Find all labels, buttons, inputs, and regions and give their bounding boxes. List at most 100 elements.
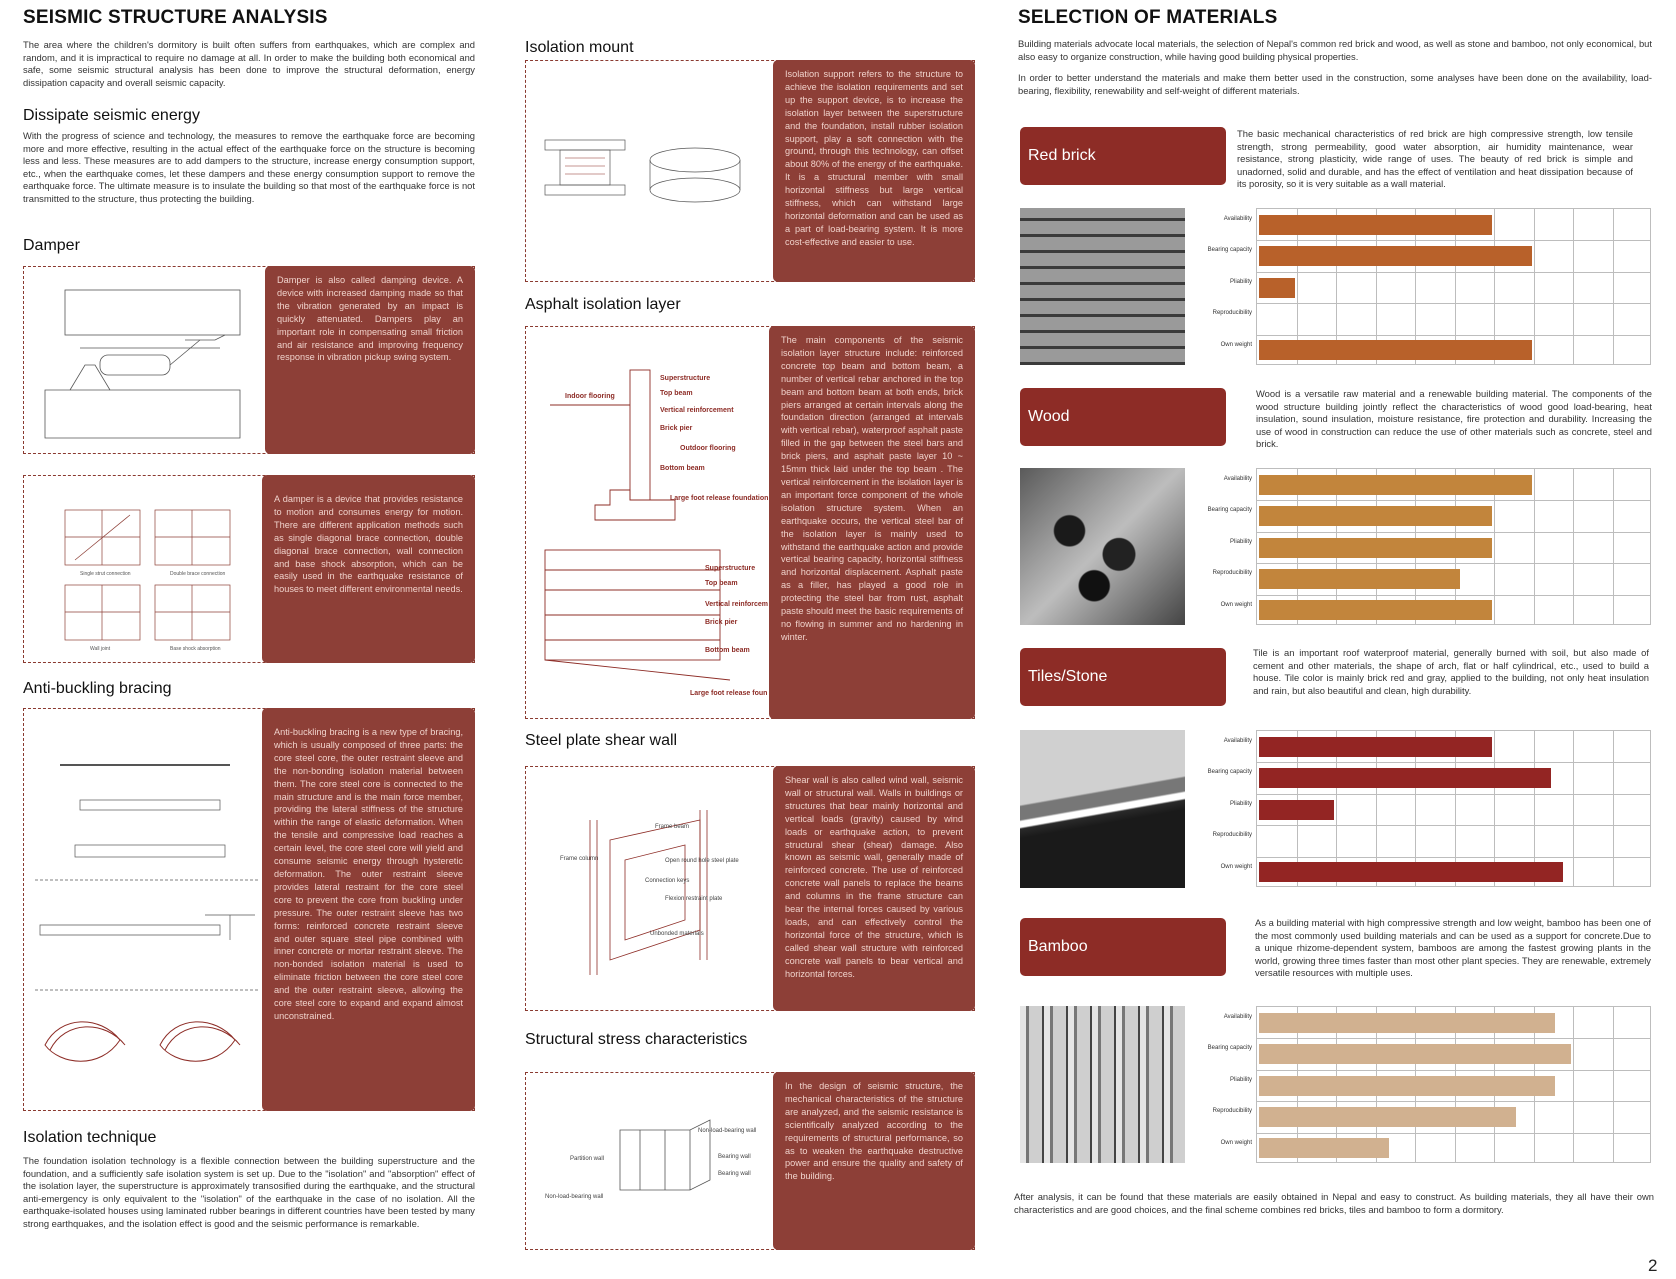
asphalt-label-found: Large foot release foundation bbox=[670, 495, 768, 502]
asphalt-label-topbeam: Top beam bbox=[660, 390, 693, 397]
asphalt-label-brick: Brick pier bbox=[660, 425, 693, 432]
shear-label-4: Connection keys bbox=[645, 878, 689, 884]
shear-heading: Steel plate shear wall bbox=[525, 732, 678, 749]
damper-label-1: Single strut connection bbox=[80, 571, 131, 577]
asphalt-label-outdoor: Outdoor flooring bbox=[680, 445, 736, 452]
shear-drawing: Frame beam Frame column Open round hole … bbox=[560, 810, 739, 975]
stress-label-1: Non-load-bearing wall bbox=[698, 1128, 756, 1134]
rating-row-label: Bearing capacity bbox=[1207, 769, 1252, 776]
rating-bar bbox=[1259, 862, 1564, 883]
damper-label-4: Base shock absorption bbox=[170, 646, 221, 652]
page-number: 2 bbox=[1648, 1256, 1658, 1275]
damper-label-2: Double brace connection bbox=[170, 571, 226, 577]
rating-bar bbox=[1259, 1138, 1390, 1159]
rating-row-label: Pliability bbox=[1229, 538, 1252, 545]
rating-bar bbox=[1259, 474, 1532, 495]
material-label-2: Tiles/Stone bbox=[1020, 648, 1226, 706]
rating-bar bbox=[1259, 1012, 1556, 1033]
mount-text: Isolation support refers to the structur… bbox=[773, 60, 975, 282]
asphalt-text: The main components of the seismic isola… bbox=[769, 326, 975, 719]
rating-row-label: Availability bbox=[1223, 1014, 1252, 1020]
material-photo-2 bbox=[1020, 730, 1185, 888]
rating-bar bbox=[1259, 736, 1492, 757]
mount-heading: Isolation mount bbox=[525, 39, 634, 56]
rating-row-label: Own weight bbox=[1220, 863, 1252, 870]
right-title: SELECTION OF MATERIALS bbox=[1018, 7, 1278, 28]
material-text-3: As a building material with high compres… bbox=[1255, 917, 1651, 979]
asphalt-label-super: Superstructure bbox=[660, 375, 710, 382]
rating-bar bbox=[1259, 799, 1334, 820]
stress-drawing: Non-load-bearing wall Partition wall Bea… bbox=[545, 1119, 756, 1200]
stress-label-2: Partition wall bbox=[570, 1156, 604, 1162]
material-label-3: Bamboo bbox=[1020, 918, 1226, 976]
rating-row-label: Reproducibility bbox=[1212, 832, 1252, 839]
rating-bar bbox=[1259, 506, 1492, 527]
rating-grid-2 bbox=[1256, 730, 1651, 887]
rating-row-label: Pliability bbox=[1229, 278, 1252, 285]
rating-row-label: Reproducibility bbox=[1212, 570, 1252, 577]
stress-heading: Structural stress characteristics bbox=[525, 1031, 748, 1048]
isolation-text: The foundation isolation technology is a… bbox=[23, 1155, 475, 1229]
material-text-0: The basic mechanical characteristics of … bbox=[1237, 128, 1633, 190]
rating-bar bbox=[1259, 277, 1295, 298]
asphalt-label-b-found: Large foot release foun bbox=[690, 690, 767, 697]
rating-row-label: Bearing capacity bbox=[1207, 247, 1252, 254]
rating-bar bbox=[1259, 214, 1492, 235]
dissipate-text: With the progress of science and technol… bbox=[23, 130, 475, 204]
antibuckling-text: Anti-buckling bracing is a new type of b… bbox=[262, 708, 475, 1111]
stress-text: In the design of seismic structure, the … bbox=[773, 1072, 975, 1250]
rating-row-label: Own weight bbox=[1220, 341, 1252, 348]
shear-text: Shear wall is also called wind wall, sei… bbox=[773, 766, 975, 1011]
asphalt-heading: Asphalt isolation layer bbox=[525, 296, 681, 313]
rating-row-label: Bearing capacity bbox=[1207, 1045, 1252, 1052]
rating-bar bbox=[1259, 1106, 1516, 1127]
right-intro-1: Building materials advocate local materi… bbox=[1018, 38, 1652, 62]
material-text-1: Wood is a versatile raw material and a r… bbox=[1256, 388, 1652, 450]
asphalt-label-bottom: Bottom beam bbox=[660, 465, 705, 472]
rating-bar bbox=[1259, 246, 1532, 267]
damper-label-3: Wall joint bbox=[90, 646, 111, 652]
asphalt-label-b-bottom: Bottom beam bbox=[705, 647, 750, 654]
rating-row-label: Availability bbox=[1223, 476, 1252, 482]
rating-bar bbox=[1259, 768, 1552, 789]
mount-drawing bbox=[544, 139, 741, 203]
damper-text-1: Damper is also called damping device. A … bbox=[265, 266, 475, 454]
rating-bar bbox=[1259, 340, 1532, 361]
rating-bar bbox=[1259, 537, 1492, 558]
shear-label-2: Frame column bbox=[560, 856, 598, 862]
asphalt-label-b-super: Superstructure bbox=[705, 565, 755, 572]
antibuckling-drawing bbox=[35, 764, 260, 1062]
right-intro-2: In order to better understand the materi… bbox=[1018, 72, 1652, 96]
rating-bar bbox=[1259, 1044, 1571, 1065]
dissipate-heading: Dissipate seismic energy bbox=[23, 107, 200, 124]
rating-row-label: Availability bbox=[1223, 216, 1252, 222]
damper-heading: Damper bbox=[23, 237, 80, 254]
asphalt-label-b-vert: Vertical reinforcem bbox=[705, 601, 768, 608]
damper-frames-drawing: Single strut connection Double brace con… bbox=[64, 509, 231, 652]
material-label-1: Wood bbox=[1020, 388, 1226, 446]
shear-label-3: Open round hole steel plate bbox=[665, 858, 739, 864]
rating-grid-3 bbox=[1256, 1006, 1651, 1163]
rating-grid-1 bbox=[1256, 468, 1651, 625]
stress-label-3: Bearing wall bbox=[718, 1154, 751, 1160]
asphalt-label-indoor: Indoor flooring bbox=[565, 393, 615, 400]
material-photo-0 bbox=[1020, 208, 1185, 365]
rating-grid-0 bbox=[1256, 208, 1651, 365]
asphalt-label-b-brick: Brick pier bbox=[705, 619, 738, 626]
asphalt-label-b-top: Top beam bbox=[705, 580, 738, 587]
antibuckling-heading: Anti-buckling bracing bbox=[23, 680, 172, 697]
shear-label-1: Frame beam bbox=[655, 824, 689, 830]
rating-row-label: Pliability bbox=[1229, 1076, 1252, 1083]
material-photo-3 bbox=[1020, 1006, 1185, 1163]
rating-bar bbox=[1259, 600, 1492, 621]
rating-row-label: Own weight bbox=[1220, 1139, 1252, 1146]
rating-row-label: Reproducibility bbox=[1212, 1108, 1252, 1115]
asphalt-drawing: Indoor flooring Superstructure Top beam … bbox=[544, 369, 768, 697]
rating-row-label: Own weight bbox=[1220, 601, 1252, 608]
rating-bar bbox=[1259, 1075, 1556, 1096]
left-intro: The area where the children's dormitory … bbox=[23, 39, 475, 88]
material-photo-1 bbox=[1020, 468, 1185, 625]
damper-drawing bbox=[44, 289, 241, 439]
left-title: SEISMIC STRUCTURE ANALYSIS bbox=[23, 7, 328, 28]
material-label-0: Red brick bbox=[1020, 127, 1226, 185]
